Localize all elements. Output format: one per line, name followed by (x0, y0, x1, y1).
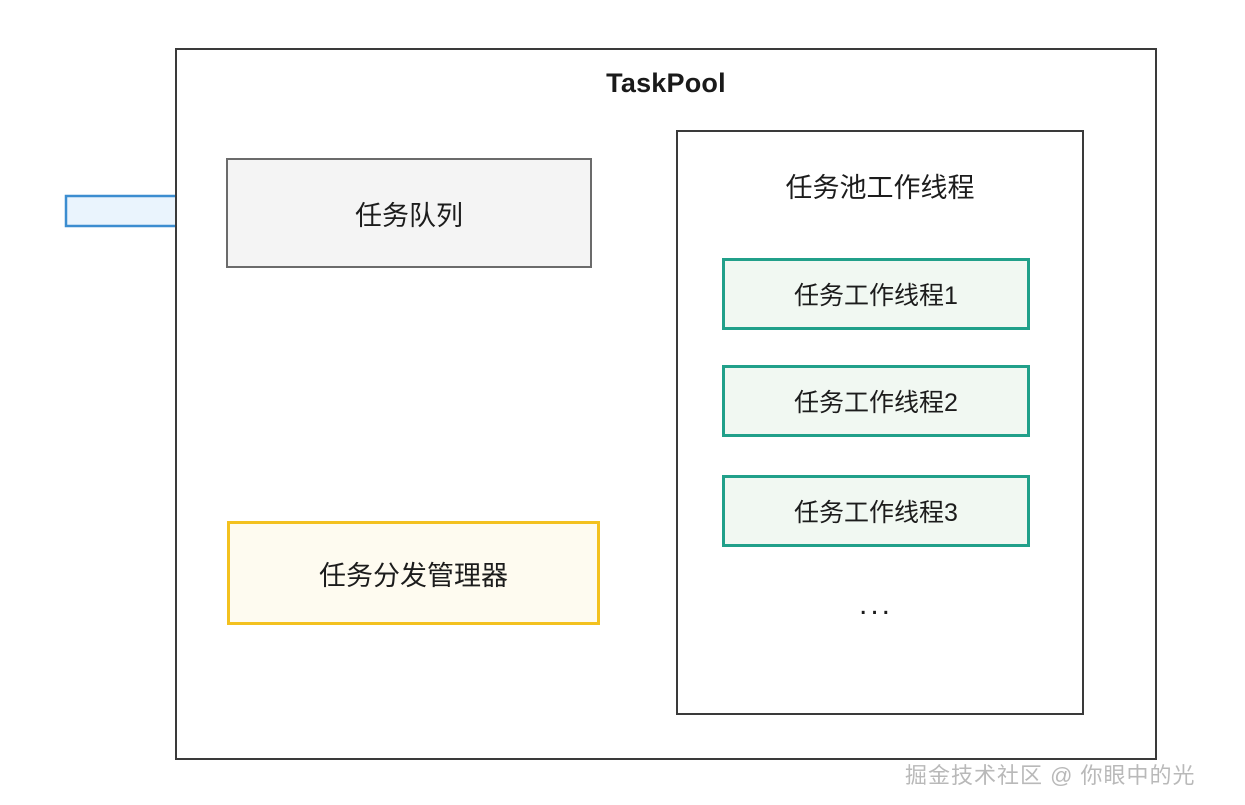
task-dispatcher-box: 任务分发管理器 (227, 521, 600, 625)
task-queue-label: 任务队列 (355, 200, 463, 231)
worker-list-ellipsis: ... (858, 588, 893, 621)
watermark-text: 掘金技术社区 @ 你眼中的光 (905, 763, 1196, 788)
taskpool-title: TaskPool (606, 68, 726, 98)
worker-pool-title: 任务池工作线程 (785, 173, 975, 203)
worker-thread-box-2: 任务工作线程2 (722, 365, 1030, 437)
worker-thread-label-3: 任务工作线程3 (794, 499, 958, 527)
worker-thread-label-1: 任务工作线程1 (794, 282, 958, 310)
task-queue-box: 任务队列 (226, 158, 592, 268)
worker-thread-box-3: 任务工作线程3 (722, 475, 1030, 547)
worker-thread-box-1: 任务工作线程1 (722, 258, 1030, 330)
worker-thread-label-2: 任务工作线程2 (794, 389, 958, 417)
task-dispatcher-label: 任务分发管理器 (319, 560, 508, 591)
